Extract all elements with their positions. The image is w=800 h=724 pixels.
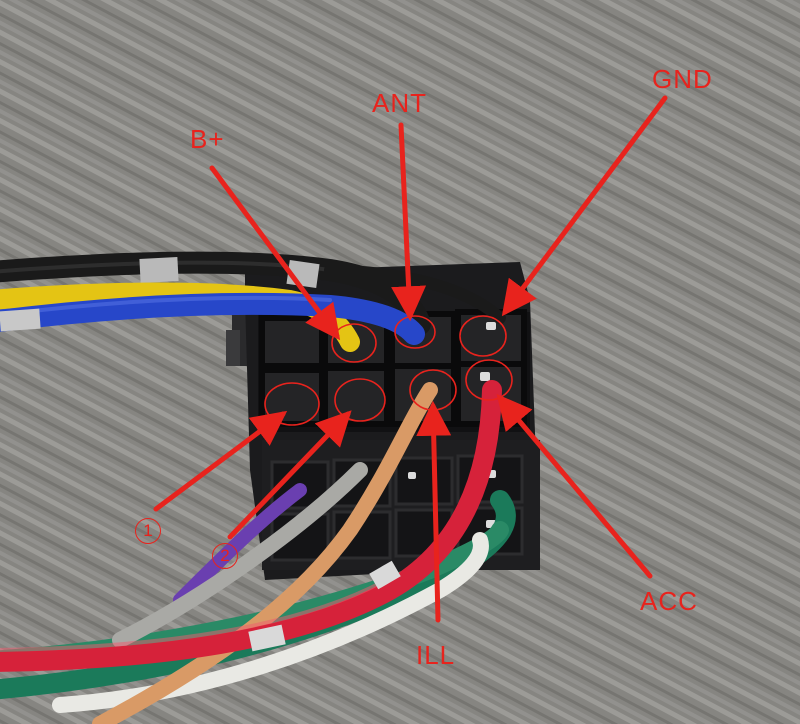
circle-pin2 (334, 378, 386, 422)
label-ant: ANT (372, 88, 427, 118)
circle-acc (465, 359, 513, 401)
arrow-b-plus (209, 165, 341, 341)
arrow-pin1 (153, 410, 288, 512)
arrow-ant (391, 122, 427, 322)
arrow-acc (496, 393, 653, 579)
annotation-circles (264, 315, 513, 426)
label-ill: ILL (416, 640, 456, 670)
arrow-ill (416, 400, 452, 623)
label-pin2: 2 (212, 543, 238, 569)
label-b-plus: B+ (190, 124, 225, 154)
circle-gnd (459, 315, 507, 357)
circle-b-plus (331, 323, 377, 363)
arrow-pin2 (227, 410, 352, 540)
annotation-arrows (153, 95, 668, 623)
wire-bundle-bottom (0, 380, 516, 724)
label-pin1: 1 (135, 518, 161, 544)
label-acc: ACC (640, 586, 698, 616)
circle-pin1 (264, 382, 320, 426)
label-gnd: GND (652, 64, 713, 94)
arrow-gnd (501, 95, 668, 317)
